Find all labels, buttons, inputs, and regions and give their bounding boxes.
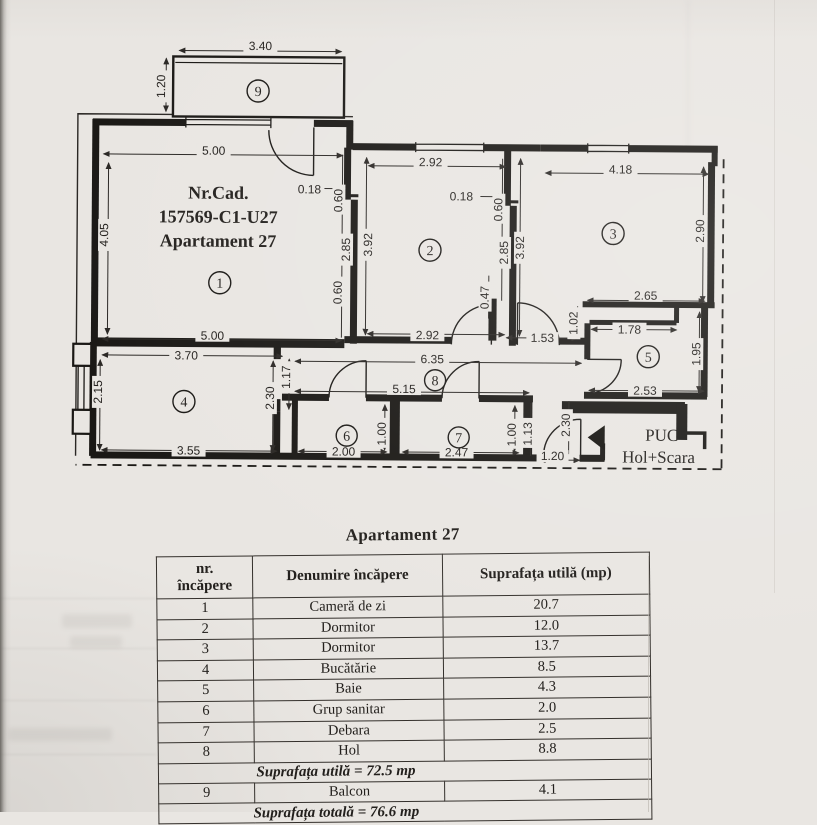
dim-r5-right: 1.95: [689, 342, 703, 366]
header-suprafata: Suprafața utilă (mp): [442, 552, 650, 596]
cadastral-block: Nr.Cad. 157569-C1-U27 Apartament 27: [158, 182, 277, 251]
header-denumire: Denumire încăpere: [253, 554, 443, 598]
dim-pass-113: 1.13: [521, 422, 535, 446]
dim-r2-bottom: 2.92: [416, 328, 440, 342]
dim-pass-153: 1.53: [531, 331, 555, 345]
bleedthrough-text: [70, 636, 122, 648]
room5-door: [587, 359, 621, 393]
room-number-1: 1: [209, 272, 231, 294]
room-number-4: 4: [173, 390, 195, 412]
outer-boundary-lines: [76, 114, 353, 458]
dim-r6-h: 1.00: [375, 422, 389, 446]
room-number-9: 9: [247, 80, 269, 102]
room-number-8: 8: [425, 370, 446, 391]
dim-w12-018: 0.18: [298, 182, 322, 196]
cadastral-line1: Nr.Cad.: [188, 183, 248, 203]
dim-hol-bottom: 5.15: [392, 382, 416, 396]
dim-r7-h: 1.00: [505, 423, 519, 447]
staircase-label-1: PUC: [645, 426, 678, 445]
dim-balcony-w: 3.40: [249, 39, 273, 53]
room-number-3: 3: [602, 222, 624, 244]
dim-r5-top: 1.78: [618, 323, 642, 337]
cadastral-line3: Apartament 27: [160, 230, 277, 251]
dim-r3-top: 4.18: [609, 162, 633, 176]
room-number-2: 2: [419, 239, 441, 261]
dim-r1-left: 4.05: [97, 223, 111, 247]
scan-artifact-line: [648, 556, 649, 812]
cadastral-line2: 157569-C1-U27: [159, 206, 278, 227]
dim-r4-left: 2.15: [91, 380, 105, 404]
svg-text:5: 5: [645, 351, 652, 366]
bleedthrough-line: [0, 598, 156, 599]
svg-text:9: 9: [255, 85, 262, 100]
dim-w23-060: 0.60: [491, 198, 505, 222]
dim-r5-bottom: 2.53: [633, 384, 657, 398]
dim-balcony-d: 1.20: [154, 74, 168, 98]
dim-r4-top: 3.70: [175, 348, 199, 362]
dim-r3-right: 2.90: [693, 219, 707, 243]
dim-w12-060b: 0.60: [331, 281, 345, 305]
dim-r4-door: 1.17: [279, 365, 293, 389]
staircase-label-2: Hol+Scara: [622, 448, 695, 468]
bleedthrough-line: [0, 648, 156, 649]
dim-r1-bottom: 5.00: [201, 329, 225, 343]
dim-r2-door: 0.47: [478, 286, 492, 310]
dim-w12-285: 2.85: [339, 238, 353, 262]
svg-text:1: 1: [216, 277, 223, 292]
table-header-row: nr.încăpere Denumire încăpere Suprafața …: [156, 552, 649, 599]
dim-r4-bottom: 3.55: [177, 443, 201, 457]
dim-entry-w: 1.20: [541, 449, 565, 463]
floor-plan: 3.40 1.20 5.00 4.05 0.18 0.60 2.85 3.92 …: [0, 0, 817, 520]
svg-text:3: 3: [610, 227, 617, 242]
svg-text:2: 2: [426, 244, 433, 259]
table-title: Apartament 27: [156, 523, 650, 548]
dim-entry-h: 2.30: [559, 413, 573, 437]
dim-r2-left: 3.92: [361, 233, 375, 257]
svg-text:4: 4: [180, 395, 187, 410]
dim-r3-bottom: 2.65: [634, 289, 658, 303]
room-number-7: 7: [448, 427, 469, 448]
room-number-5: 5: [637, 346, 659, 368]
dim-w23-018: 0.18: [450, 189, 474, 203]
areas-table: nr.încăpere Denumire încăpere Suprafața …: [156, 552, 653, 825]
dim-w12-060a: 0.60: [331, 189, 345, 213]
balcony-door: [269, 127, 314, 175]
room-number-6: 6: [336, 425, 357, 446]
dim-pass-102: 1.02: [566, 311, 580, 335]
dim-r2-top: 2.92: [419, 155, 443, 169]
dim-r3-left: 3.92: [513, 236, 527, 260]
bleedthrough-text: [62, 614, 132, 628]
dim-hol-top: 6.35: [421, 352, 445, 366]
entrance-arrow-icon: [588, 425, 605, 450]
bleedthrough-text: [8, 728, 112, 741]
dim-r6-w: 2.00: [332, 445, 356, 459]
dim-r4-right: 2.30: [263, 386, 277, 410]
svg-text:8: 8: [432, 374, 439, 389]
svg-text:6: 6: [343, 430, 350, 445]
svg-text:7: 7: [455, 431, 462, 446]
bleedthrough-line: [0, 700, 156, 701]
dim-r1-top: 5.00: [202, 144, 226, 158]
bleedthrough-line: [0, 754, 156, 755]
header-nr-incapere: nr.încăpere: [156, 556, 253, 599]
areas-table-section: Apartament 27 nr.încăpere Denumire încăp…: [156, 519, 653, 825]
dim-w23-285: 2.85: [497, 241, 511, 265]
